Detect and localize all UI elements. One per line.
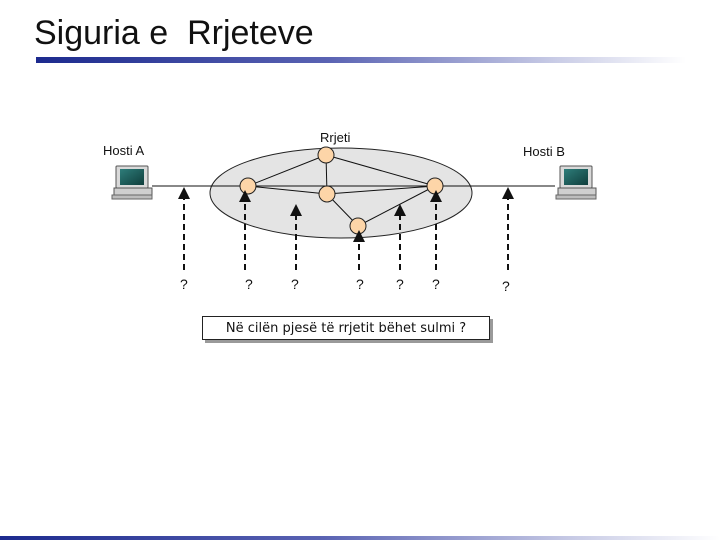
unknown-attack-point: ? [396, 276, 404, 292]
router-node [318, 147, 334, 163]
computer-icon [112, 166, 152, 199]
unknown-attack-point: ? [432, 276, 440, 292]
router-node [240, 178, 256, 194]
question-callout: Në cilën pjesë të rrjetit bëhet sulmi ? [202, 316, 490, 340]
router-node [427, 178, 443, 194]
unknown-attack-point: ? [356, 276, 364, 292]
router-node [319, 186, 335, 202]
host-b-label: Hosti B [523, 144, 565, 159]
router-node [350, 218, 366, 234]
unknown-attack-point: ? [502, 278, 510, 294]
computer-icon [556, 166, 596, 199]
host-a-label: Hosti A [103, 143, 145, 158]
network-label: Rrjeti [320, 130, 350, 145]
unknown-attack-point: ? [245, 276, 253, 292]
footer-bar [0, 536, 720, 540]
unknown-attack-point: ? [291, 276, 299, 292]
unknown-attack-point: ? [180, 276, 188, 292]
